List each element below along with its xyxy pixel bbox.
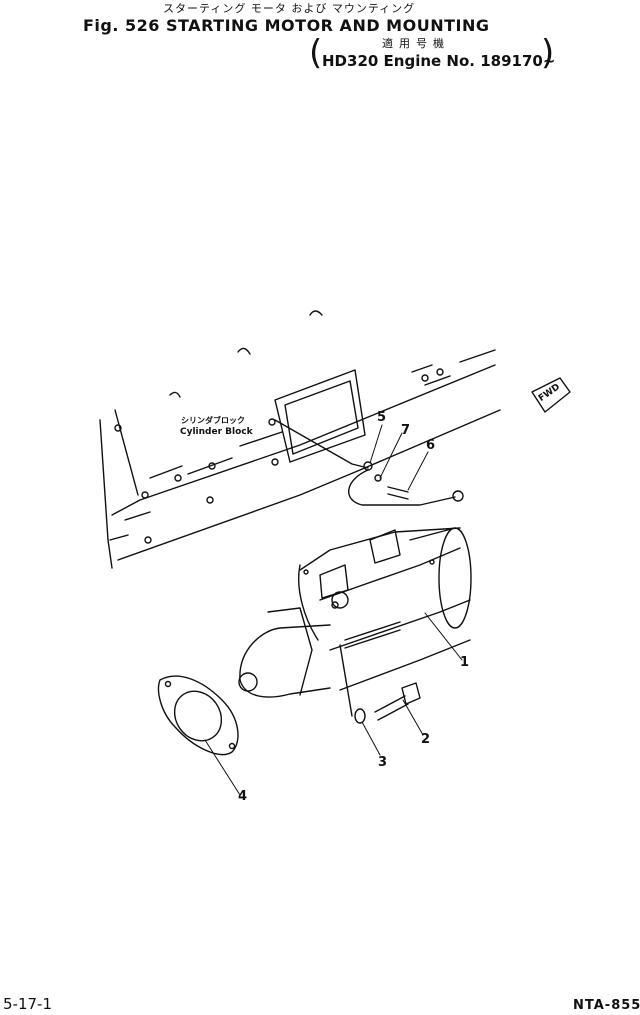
ground-cable bbox=[274, 419, 464, 506]
gasket bbox=[157, 675, 239, 756]
callout-1: 1 bbox=[460, 655, 470, 670]
callout-2: 2 bbox=[421, 732, 431, 747]
leader-lines bbox=[204, 424, 463, 796]
callout-6: 6 bbox=[426, 438, 436, 453]
callout-3: 3 bbox=[378, 755, 388, 770]
left-parenthesis: ( bbox=[309, 33, 323, 73]
title-japanese: スターティング モータ および マウンティング bbox=[163, 2, 416, 15]
lock-washer bbox=[354, 708, 366, 724]
callout-7: 7 bbox=[401, 423, 411, 438]
applicable-japanese: 適用号機 bbox=[382, 37, 450, 50]
callout-5: 5 bbox=[377, 410, 387, 425]
cylinder-block-label: Cylinder Block bbox=[180, 427, 253, 437]
applicable-serial: HD320 Engine No. 189170~ bbox=[322, 52, 556, 70]
callout-4: 4 bbox=[238, 789, 248, 804]
mounting-bolt bbox=[374, 682, 421, 721]
figure-title: Fig. 526 STARTING MOTOR AND MOUNTING bbox=[83, 16, 490, 35]
starting-motor bbox=[238, 527, 472, 698]
page-number: 5-17-1 bbox=[3, 995, 52, 1013]
fwd-arrow bbox=[531, 377, 571, 413]
cylinder-block bbox=[99, 310, 501, 569]
cylinder-block-label-japanese: シリンダブロック bbox=[181, 416, 245, 425]
document-code: NTA-855 bbox=[573, 998, 640, 1013]
right-parenthesis: ) bbox=[541, 33, 555, 73]
